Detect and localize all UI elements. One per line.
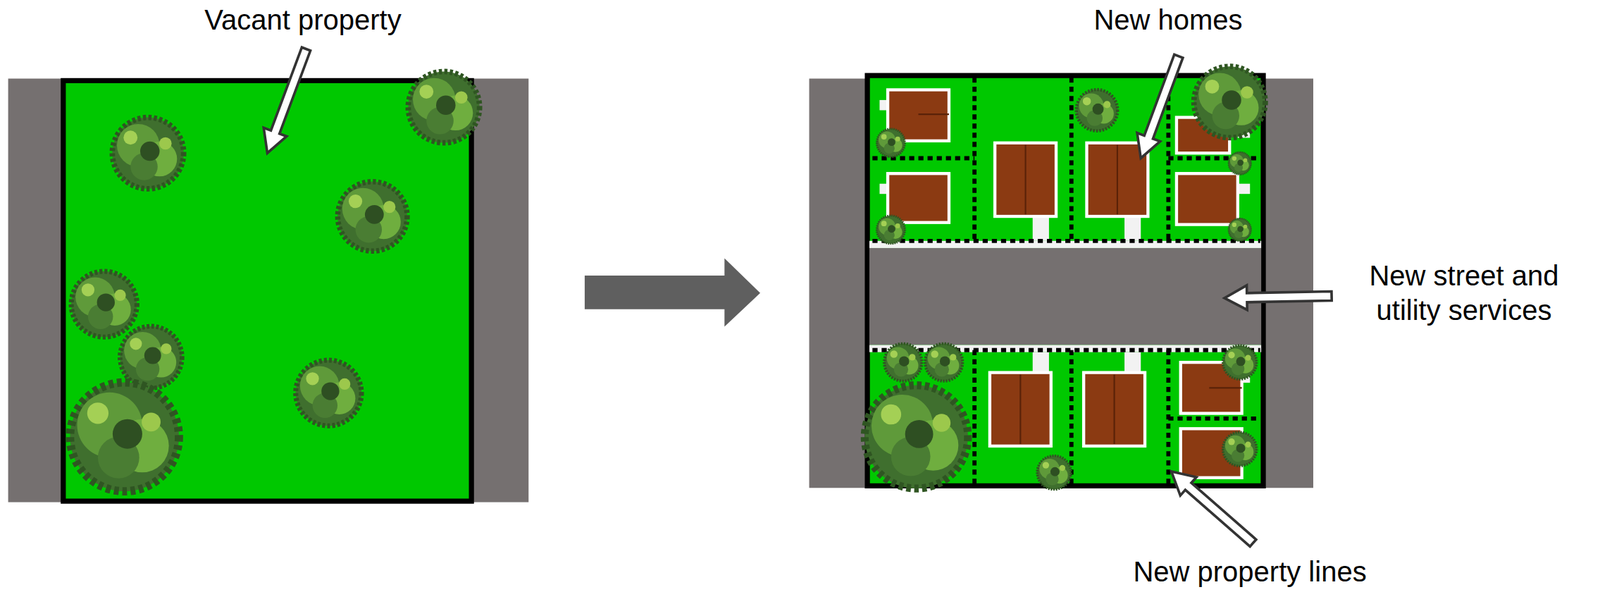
leader-arrow	[263, 47, 310, 153]
callout-label: New street and utility services	[1347, 258, 1581, 328]
leader-arrow	[1224, 285, 1332, 310]
leader-arrow	[1137, 54, 1183, 158]
callout-label: New homes	[1093, 2, 1243, 38]
callout-label: New property lines	[1132, 554, 1367, 589]
leader-arrow	[1171, 471, 1257, 547]
callout-label: Vacant property	[204, 2, 401, 38]
